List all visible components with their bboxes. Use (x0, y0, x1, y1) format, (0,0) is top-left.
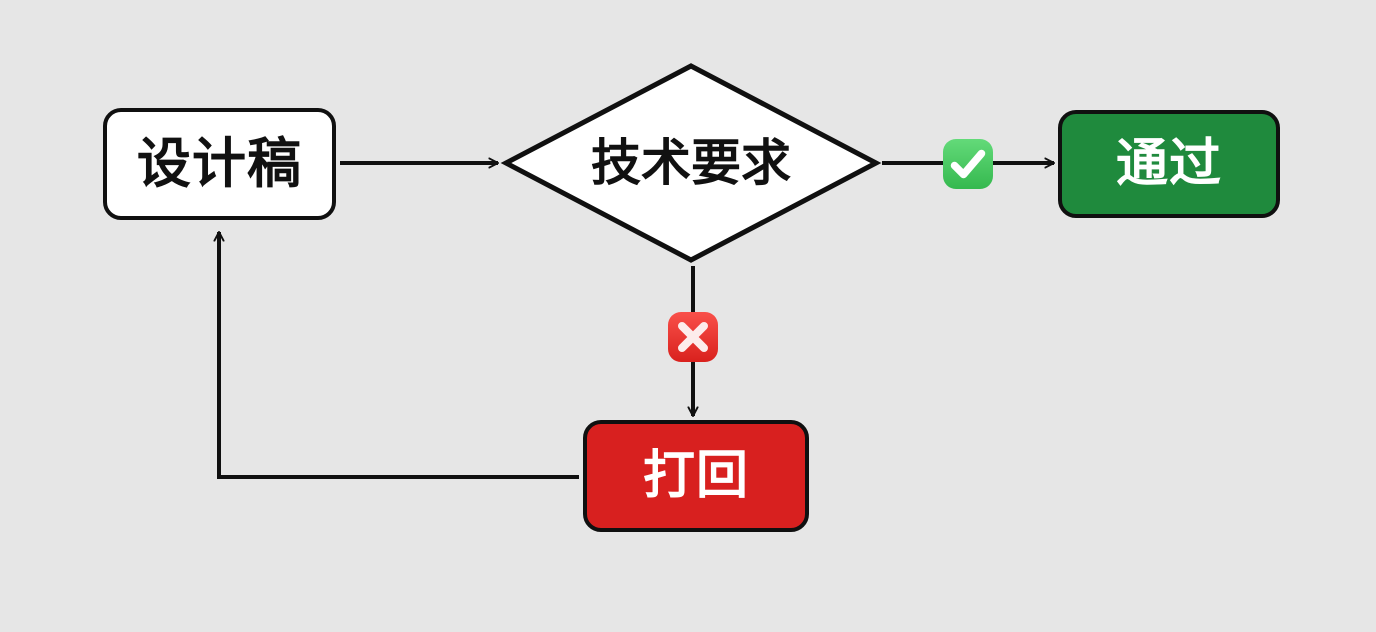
cross-mark-button-icon (667, 311, 719, 363)
node-tech-requirement-label: 技术要求 (591, 135, 791, 191)
node-design-draft[interactable]: 设计稿 (103, 108, 336, 220)
node-reject[interactable]: 打回 (583, 420, 809, 532)
node-pass-label: 通过 (1115, 135, 1223, 193)
check-mark-button-icon (942, 138, 994, 190)
node-pass[interactable]: 通过 (1058, 110, 1280, 218)
edge-reject-to-draft (219, 232, 579, 479)
node-tech-requirement[interactable]: 技术要求 (500, 62, 882, 264)
node-reject-label: 打回 (642, 447, 750, 505)
node-design-draft-label: 设计稿 (136, 134, 303, 194)
diamond-shape (500, 63, 882, 263)
